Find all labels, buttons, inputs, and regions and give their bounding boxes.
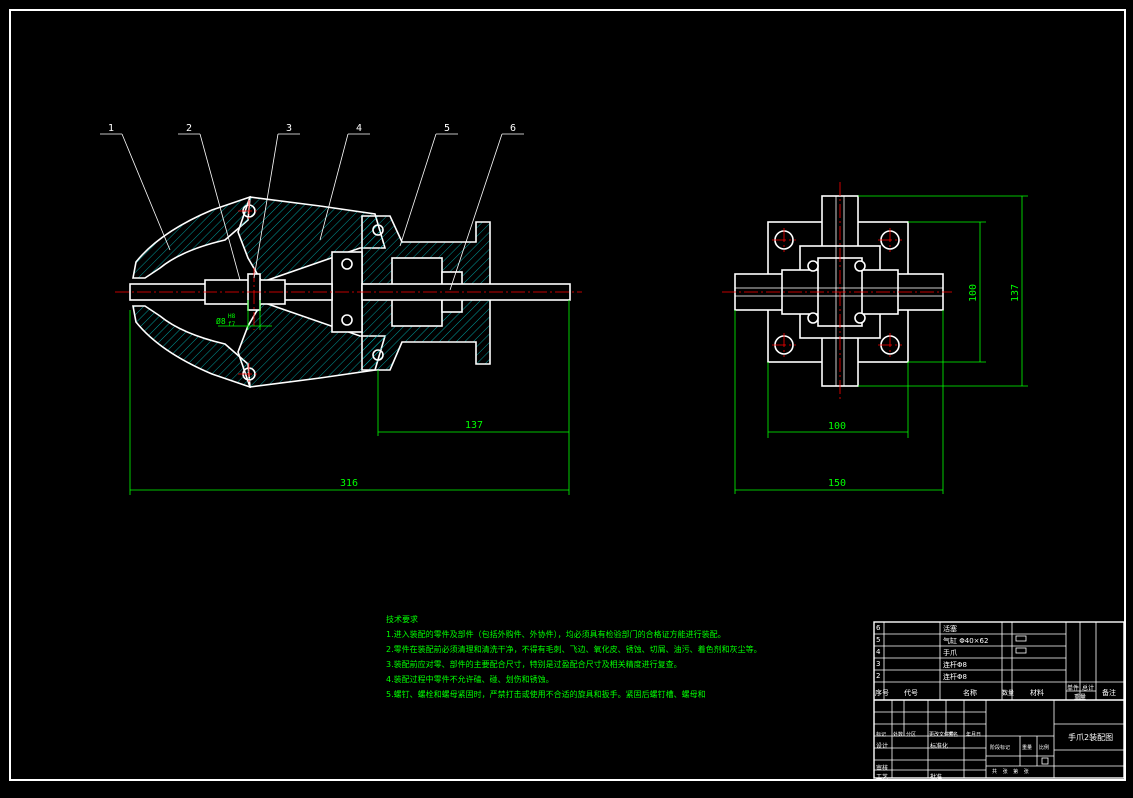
sign-row-sign: 签名 bbox=[948, 732, 959, 738]
note-item: 2.零件在装配前必须清理和清洗干净，不得有毛刺、飞边、氧化皮、锈蚀、切屑、油污、… bbox=[386, 645, 762, 654]
parts-row-5-name: 气缸 Φ40×62 bbox=[943, 637, 989, 645]
part-label-4: 4 bbox=[356, 123, 362, 134]
sign-row-date: 年月日 bbox=[966, 732, 982, 738]
parts-row-3-no: 3 bbox=[876, 660, 881, 668]
title-block bbox=[873, 621, 1125, 779]
part-label-1: 1 bbox=[108, 123, 114, 134]
dim-pin-diameter: Ø8 bbox=[216, 316, 226, 326]
sign-row-change: 更改文件号 bbox=[929, 732, 955, 738]
pivot-hole-yoke-top bbox=[341, 258, 353, 270]
parts-row-4-name: 手爪 bbox=[943, 649, 957, 657]
front-dimensions bbox=[129, 300, 570, 495]
bolt-hole-bottom bbox=[372, 349, 384, 361]
dim-side-outer-height: 137 bbox=[1010, 284, 1021, 302]
sign-row-zone: 分区 bbox=[906, 732, 917, 738]
parts-row-2-no: 2 bbox=[876, 672, 881, 680]
header-no: 序号 bbox=[875, 689, 889, 697]
header-qty: 数量 bbox=[1002, 690, 1015, 697]
stage-label: 阶段标记 bbox=[990, 745, 1011, 751]
dim-body-length: 137 bbox=[465, 420, 483, 431]
drawing-title: 手爪2装配图 bbox=[1068, 733, 1114, 742]
header-code: 代号 bbox=[904, 689, 918, 697]
dim-side-inner-width: 100 bbox=[828, 421, 846, 432]
front-centerlines bbox=[115, 200, 582, 385]
notes-title: 技术要求 bbox=[386, 615, 418, 624]
role-process: 工艺 bbox=[876, 774, 889, 781]
weight-col: 重量 bbox=[1022, 745, 1033, 751]
dim-pin-fit-top: H8 bbox=[228, 313, 236, 320]
parts-row-6-no: 6 bbox=[876, 624, 881, 632]
part-label-6: 6 bbox=[510, 123, 516, 134]
sheet-info: 共 张 第 张 bbox=[992, 769, 1031, 775]
dim-pin-fit-bottom: f7 bbox=[228, 321, 236, 328]
part-label-2: 2 bbox=[186, 123, 192, 134]
dim-side-inner-height: 100 bbox=[968, 284, 979, 302]
pivot-hole-yoke-bottom bbox=[341, 314, 353, 326]
note-item: 4.装配过程中零件不允许磕、碰、划伤和锈蚀。 bbox=[386, 675, 554, 684]
leaders bbox=[100, 133, 524, 291]
note-item: 3.装配前应对零、部件的主要配合尺寸，特别是过盈配合尺寸及相关精度进行复查。 bbox=[386, 660, 682, 669]
parts-row-2-name: 连杆Φ8 bbox=[943, 673, 967, 681]
upper-link bbox=[237, 196, 387, 283]
header-total: 总计 bbox=[1082, 685, 1095, 692]
parts-row-4-no: 4 bbox=[876, 648, 881, 656]
side-dimensions bbox=[734, 195, 1028, 494]
part-label-3: 3 bbox=[286, 123, 292, 134]
lower-link bbox=[237, 301, 387, 388]
role-standard: 标准化 bbox=[930, 743, 949, 750]
dim-side-outer-width: 150 bbox=[828, 478, 846, 489]
role-review: 审核 bbox=[876, 765, 889, 772]
header-remark: 备注 bbox=[1102, 689, 1116, 697]
role-approve: 批准 bbox=[930, 774, 943, 781]
role-design: 设计 bbox=[876, 743, 889, 750]
header-material: 材料 bbox=[1030, 689, 1044, 697]
side-centerlines bbox=[722, 182, 952, 400]
side-view bbox=[734, 195, 944, 387]
upper-jaw bbox=[132, 195, 251, 279]
scale-col: 比例 bbox=[1039, 745, 1050, 751]
parts-row-5-no: 5 bbox=[876, 636, 881, 644]
dim-total-length: 316 bbox=[340, 478, 358, 489]
part-label-5: 5 bbox=[444, 123, 450, 134]
parts-row-3-name: 连杆Φ8 bbox=[943, 661, 967, 669]
header-weight: 重量 bbox=[1074, 694, 1087, 701]
header-unit: 单件 bbox=[1067, 685, 1080, 692]
bolt-hole-top bbox=[372, 224, 384, 236]
note-item: 5.螺钉、螺栓和螺母紧固时，严禁打击或使用不合适的旋具和扳手。紧固后螺钉槽、螺母… bbox=[386, 690, 706, 699]
header-name: 名称 bbox=[963, 689, 977, 697]
sign-row-mark: 标记 bbox=[876, 732, 887, 738]
note-item: 1.进入装配的零件及部件（包括外购件、外协件），均必须具有检验部门的合格证方能进… bbox=[386, 630, 726, 639]
front-view bbox=[129, 195, 571, 389]
technical-notes: 技术要求 1.进入装配的零件及部件（包括外购件、外协件），均必须具有检验部门的合… bbox=[386, 612, 762, 702]
parts-row-6-name: 活塞 bbox=[943, 625, 957, 633]
sheet-border bbox=[9, 9, 1126, 781]
sign-row-count: 处数 bbox=[893, 732, 904, 738]
